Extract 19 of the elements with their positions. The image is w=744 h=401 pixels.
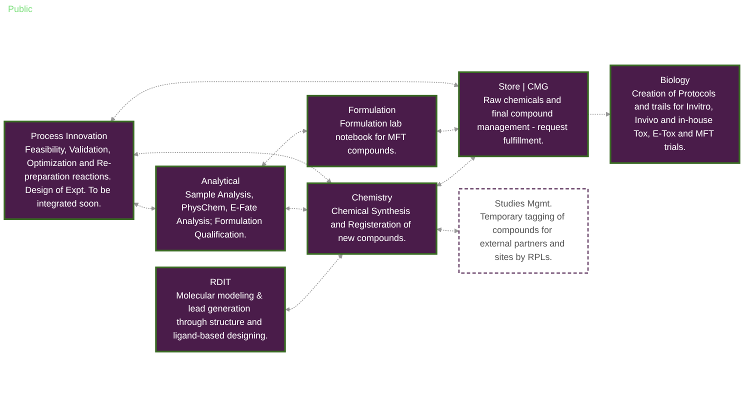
node-box: Chemistry Chemical Synthesis and Registeration of new compounds. — [306, 182, 438, 255]
node-box: Store | CMG Raw chemicals and final compound management - request fulfillment. — [458, 71, 589, 158]
arrow — [285, 254, 343, 312]
classification-label: Public — [8, 4, 33, 14]
arrow — [436, 156, 476, 186]
node-box: Process Innovation Feasibility, Validation, Optimization and Re-preparation reactions. Design of Expt. To be integrated soon. — [4, 120, 134, 220]
arrow — [133, 152, 332, 184]
node-box: Analytical Sample Analysis, PhysChem, E-Fate Analysis; Formulation Qualification. — [155, 166, 286, 252]
arrow — [285, 206, 308, 212]
arrow — [436, 127, 460, 134]
node-box: Biology Creation of Protocols and trails for Invitro, Invivo and in-house Tox, E-Tox and MFT trials. — [610, 64, 740, 164]
node-box: Studies Mgmt. Temporary tagging of compounds for external partners and sites by RPLs. — [458, 188, 589, 274]
arrow — [134, 202, 156, 211]
arrow — [262, 128, 308, 166]
node-box: Formulation Formulation lab notebook for MFT compounds. — [306, 94, 438, 168]
arrow — [110, 81, 459, 122]
node-box: RDIT Molecular modeling & lead generation through structure and ligand-based designing. — [155, 266, 286, 352]
arrow — [588, 112, 611, 117]
arrow — [436, 227, 460, 234]
